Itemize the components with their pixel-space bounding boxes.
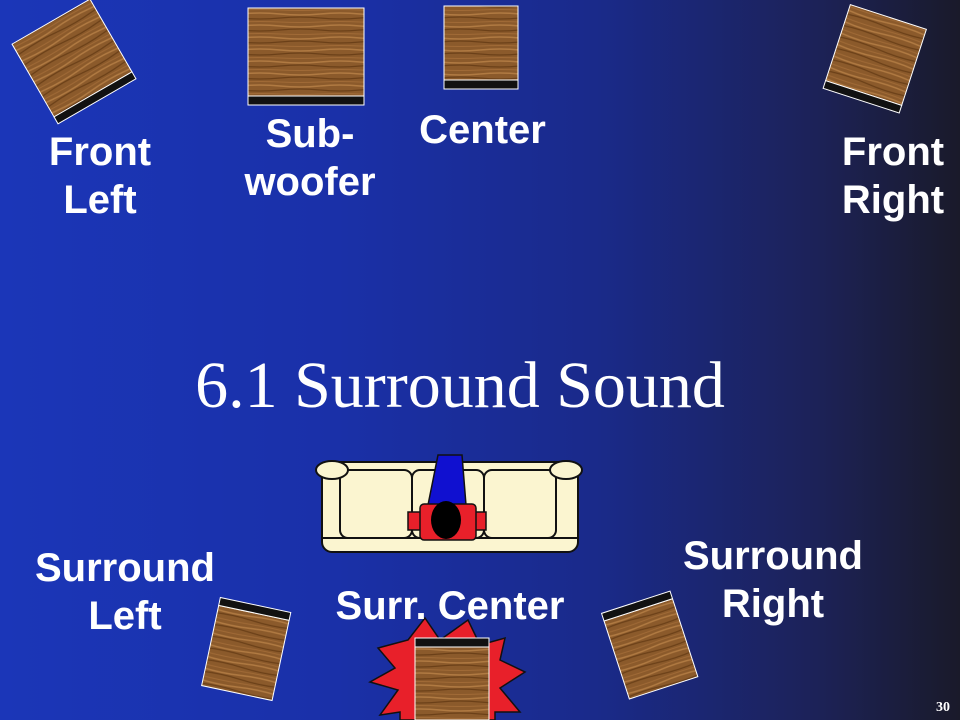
surround-left-label-line2: Left bbox=[88, 594, 162, 638]
surround-center-speaker bbox=[414, 637, 490, 720]
listener bbox=[407, 454, 487, 541]
subwoofer-label: Sub- woofer bbox=[220, 110, 400, 206]
subwoofer-speaker bbox=[247, 7, 365, 106]
front-right-label-line2: Right bbox=[841, 178, 945, 222]
page-title: 6.1 Surround Sound bbox=[195, 349, 725, 422]
surround-left-speaker bbox=[201, 596, 292, 702]
front-right-label-line1: Front bbox=[841, 130, 945, 174]
surround-center-label-line1: Surr. Center bbox=[335, 584, 565, 628]
front-left-speaker bbox=[11, 0, 137, 125]
surround-left-label: Surround Left bbox=[10, 544, 240, 640]
subwoofer-label-line1: Sub- bbox=[265, 112, 355, 156]
center-label-line1: Center bbox=[419, 108, 546, 152]
page-number: 30 bbox=[936, 700, 950, 715]
front-left-label: Front Left bbox=[20, 128, 180, 224]
front-left-label-line1: Front bbox=[48, 130, 152, 174]
center-label: Center bbox=[395, 106, 570, 154]
surround-center-label: Surr. Center bbox=[300, 582, 600, 630]
subwoofer-label-line2: woofer bbox=[244, 160, 376, 204]
surround-left-label-line1: Surround bbox=[35, 546, 215, 590]
front-right-speaker bbox=[822, 3, 928, 114]
center-speaker bbox=[443, 5, 519, 90]
surround-right-label: Surround Right bbox=[658, 532, 888, 628]
surround-right-label-line1: Surround bbox=[683, 534, 863, 578]
surround-right-label-line2: Right bbox=[721, 582, 825, 626]
surround-right-speaker bbox=[600, 590, 699, 700]
front-right-label: Front Right bbox=[818, 128, 960, 224]
front-left-label-line2: Left bbox=[63, 178, 137, 222]
